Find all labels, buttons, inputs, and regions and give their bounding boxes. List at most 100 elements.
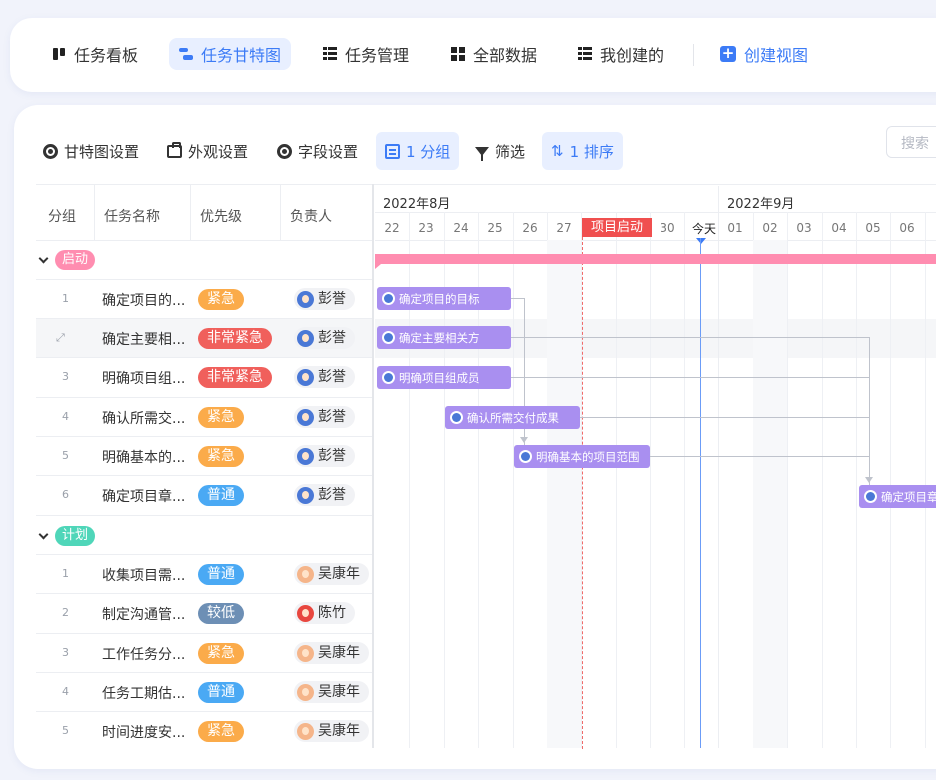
header-task-name[interactable]: 任务名称 <box>104 209 160 225</box>
owner-chip[interactable]: 吴康年 <box>294 681 369 703</box>
gantt-task-bar[interactable]: 确定项目的目标 <box>377 287 511 310</box>
group-summary-bar[interactable] <box>375 254 936 264</box>
day-label: 03 <box>796 221 812 235</box>
group-header-plan[interactable]: 计划 <box>38 525 96 547</box>
task-name[interactable]: 明确基本的... <box>102 450 186 466</box>
gantt-bar-label: 明确基本的项目范围 <box>536 449 640 464</box>
create-view-button[interactable]: + 创建视图 <box>720 38 808 70</box>
day-label: 25 <box>487 221 503 235</box>
gantt-task-bar[interactable]: 确定项目章 <box>859 485 936 508</box>
table-row[interactable]: 3 明确项目组... 非常紧急 彭誉 <box>36 358 372 397</box>
owner-chip[interactable]: 彭誉 <box>294 445 355 467</box>
day-gridline <box>650 212 651 748</box>
priority-badge: 非常紧急 <box>198 328 272 349</box>
sort-icon: ⇅ <box>551 142 564 160</box>
owner-name: 吴康年 <box>318 684 360 700</box>
gantt-task-bar[interactable]: 确认所需交付成果 <box>445 406 580 429</box>
table-row[interactable]: 1 确定项目的... 紧急 彭誉 <box>36 280 372 319</box>
avatar <box>297 683 314 701</box>
field-settings-button[interactable]: 字段设置 <box>277 132 358 170</box>
day-gridline <box>856 212 857 748</box>
milestone-flag[interactable]: 项目启动 <box>582 218 662 237</box>
day-gridline <box>581 212 582 748</box>
table-row[interactable]: 4 确认所需交... 紧急 彭誉 <box>36 398 372 437</box>
gantt-settings-button[interactable]: 甘特图设置 <box>43 132 139 170</box>
tab-board[interactable]: 任务看板 <box>52 38 138 70</box>
day-gridline <box>616 212 617 748</box>
owner-chip[interactable]: 吴康年 <box>294 720 369 742</box>
avatar <box>297 290 314 308</box>
task-name[interactable]: 工作任务分... <box>102 647 186 663</box>
owner-name: 陈竹 <box>318 605 346 621</box>
task-name[interactable]: 时间进度安... <box>102 725 186 741</box>
chevron-down-icon[interactable] <box>38 253 49 263</box>
row-number: 3 <box>62 646 69 659</box>
tab-task-management-label: 任务管理 <box>345 46 410 65</box>
table-row[interactable]: 3 工作任务分... 紧急 吴康年 <box>36 634 372 673</box>
gantt-bar-label: 确认所需交付成果 <box>467 410 559 425</box>
owner-chip[interactable]: 彭誉 <box>294 366 355 388</box>
sort-button[interactable]: ⇅ 1 排序 <box>542 132 623 170</box>
header-priority[interactable]: 优先级 <box>200 209 242 225</box>
row-number: 5 <box>62 724 69 737</box>
tab-all-data[interactable]: 全部数据 <box>451 38 537 70</box>
search-input[interactable]: 搜索 <box>886 126 936 158</box>
day-gridline <box>478 212 479 748</box>
task-name[interactable]: 明确项目组... <box>102 371 186 387</box>
table-row[interactable]: 2 制定沟通管... 较低 陈竹 <box>36 594 372 633</box>
avatar <box>297 604 314 622</box>
table-row[interactable]: 4 任务工期估... 普通 吴康年 <box>36 673 372 712</box>
gantt-chart[interactable] <box>375 186 936 780</box>
gantt-task-bar[interactable]: 明确项目组成员 <box>377 366 511 389</box>
task-name[interactable]: 确定主要相... <box>102 332 186 348</box>
task-name[interactable]: 任务工期估... <box>102 686 186 702</box>
avatar <box>297 447 314 465</box>
owner-chip[interactable]: 彭誉 <box>294 406 355 428</box>
dependency-line <box>580 417 870 418</box>
owner-chip[interactable]: 吴康年 <box>294 563 369 585</box>
avatar <box>297 565 314 583</box>
row-divider <box>36 436 372 437</box>
owner-chip[interactable]: 彭誉 <box>294 327 355 349</box>
table-row[interactable]: ⤢ 确定主要相... 非常紧急 彭誉 <box>36 319 372 358</box>
owner-chip[interactable]: 陈竹 <box>294 602 355 624</box>
group-button[interactable]: 1 分组 <box>376 132 460 170</box>
tab-task-management[interactable]: 任务管理 <box>323 38 409 70</box>
owner-chip[interactable]: 吴康年 <box>294 642 369 664</box>
gantt-task-bar[interactable]: 确定主要相关方 <box>377 326 511 349</box>
tab-gantt-label: 任务甘特图 <box>201 46 282 65</box>
header-owner[interactable]: 负责人 <box>290 209 332 225</box>
table-row[interactable]: 5 明确基本的... 紧急 彭誉 <box>36 437 372 476</box>
owner-name: 彭誉 <box>318 369 346 385</box>
owner-name: 彭誉 <box>318 330 346 346</box>
filter-button[interactable]: 筛选 <box>475 132 525 170</box>
tab-created-by-me[interactable]: 我创建的 <box>578 38 664 70</box>
gantt-task-bar[interactable]: 明确基本的项目范围 <box>514 445 650 468</box>
expand-icon[interactable]: ⤢ <box>56 331 65 344</box>
weekend-shade <box>547 240 581 748</box>
task-name[interactable]: 确认所需交... <box>102 411 186 427</box>
task-name[interactable]: 收集项目需... <box>102 568 186 584</box>
month-label: 2022年8月 <box>383 197 451 212</box>
task-name[interactable]: 制定沟通管... <box>102 607 186 623</box>
priority-badge: 紧急 <box>198 407 244 428</box>
table-row[interactable]: 5 时间进度安... 紧急 吴康年 <box>36 712 372 751</box>
owner-name: 彭誉 <box>318 409 346 425</box>
gantt-bar-label: 确定项目的目标 <box>399 291 480 306</box>
plus-icon: + <box>720 44 736 62</box>
grid-icon <box>451 47 465 61</box>
owner-chip[interactable]: 彭誉 <box>294 484 355 506</box>
task-name[interactable]: 确定项目章... <box>102 489 186 505</box>
chevron-down-icon[interactable] <box>38 529 49 539</box>
board-icon <box>52 47 66 61</box>
task-name[interactable]: 确定项目的... <box>102 293 186 309</box>
table-row[interactable]: 1 收集项目需... 普通 吴康年 <box>36 555 372 594</box>
owner-chip[interactable]: 彭誉 <box>294 288 355 310</box>
appearance-settings-button[interactable]: 外观设置 <box>167 132 248 170</box>
field-settings-label: 字段设置 <box>298 142 359 161</box>
owner-name: 吴康年 <box>318 566 360 582</box>
table-row[interactable]: 6 确定项目章... 普通 彭誉 <box>36 476 372 515</box>
row-number: 4 <box>62 410 69 423</box>
group-header-start[interactable]: 启动 <box>38 249 96 271</box>
tab-gantt[interactable]: 任务甘特图 <box>169 38 292 70</box>
